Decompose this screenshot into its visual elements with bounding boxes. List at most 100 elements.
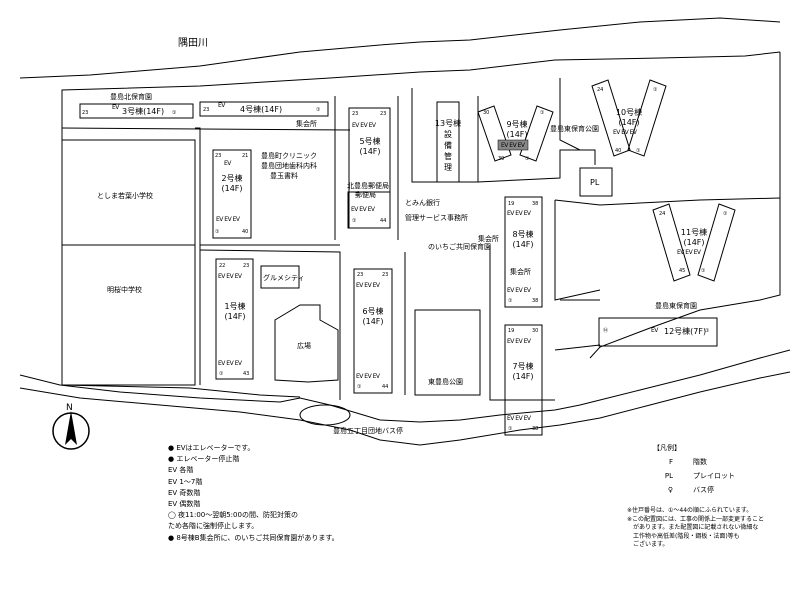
b9-ev: EV EV EV xyxy=(501,142,525,149)
b3-ev: EV xyxy=(112,104,119,111)
building-9-right xyxy=(519,105,554,162)
gourmet-label: グルメシティ xyxy=(263,274,305,282)
site-boundary-top xyxy=(61,51,781,95)
building-8 xyxy=(504,196,543,308)
b9-num-br: ① xyxy=(525,156,530,162)
b8-num-br: 38 xyxy=(532,298,539,304)
b6-ev-bot: EV EV EV xyxy=(356,373,380,380)
b10-title: 10号棟 (14F) xyxy=(615,108,643,127)
b5-num-br: 44 xyxy=(380,218,387,224)
shukaijo-8b-label: 集会所 xyxy=(510,268,531,276)
legend-desc: プレイロット xyxy=(693,472,735,480)
b2-ev-top: EV xyxy=(224,160,231,167)
school1-label: としま若葉小学校 xyxy=(97,192,153,200)
pl-box xyxy=(579,167,613,197)
b9-num-tr: ① xyxy=(540,110,545,116)
legend-line: ● EVはエレベーターです。 xyxy=(168,444,255,452)
b6-num-tl: 23 xyxy=(357,272,364,278)
b11-num-br: ① xyxy=(701,268,706,274)
hiroba-label: 広場 xyxy=(297,342,311,350)
b10-num-bl: 40 xyxy=(615,148,622,154)
elevator-legend: ● EVはエレベーターです。 ● エレベーター停止階 EV 各階 EV 1～7階… xyxy=(168,443,339,544)
clinic-label: 豊島町クリニック xyxy=(261,152,317,160)
b12-num-left: ⑭ xyxy=(603,328,609,334)
b1-ev-bot: EV EV EV xyxy=(218,360,242,367)
legend-symbol: PL xyxy=(664,472,673,480)
b6-num-bl: ① xyxy=(357,384,362,390)
b2-ev-bot: EV EV EV xyxy=(216,216,240,223)
bus-stop-label: 豊島五丁目団地バス停 xyxy=(333,427,403,435)
b9-title: 9号棟 (14F) xyxy=(506,120,528,139)
b3-num-right: ① xyxy=(172,110,177,116)
b10-num-br: ① xyxy=(636,148,641,154)
b8-ev-bot: EV EV EV xyxy=(507,287,531,294)
building-11-left xyxy=(652,203,691,282)
b5-ev-top: EV EV EV xyxy=(352,122,376,129)
shukaijo-8a-label: 集会所 xyxy=(478,235,499,243)
b6-num-br: 44 xyxy=(382,384,389,390)
b11-title: 11号棟 (14F) xyxy=(680,228,708,247)
river-label: 隅田川 xyxy=(178,38,208,49)
building-4 xyxy=(199,101,329,117)
b11-num-tr: ① xyxy=(723,211,728,217)
building-11-right xyxy=(697,203,736,282)
pl-label: PL xyxy=(590,178,600,187)
b2-num-tl: 23 xyxy=(215,153,222,159)
b10-ev: EV EV EV xyxy=(613,129,637,136)
legend-line: EV 偶数階 xyxy=(168,500,201,509)
b11-num-tl: 24 xyxy=(659,211,666,217)
b12-ev: EV xyxy=(651,327,658,334)
building-13 xyxy=(436,101,460,183)
legend-desc: 階数 xyxy=(693,458,707,466)
bus-roundabout xyxy=(299,404,351,426)
higashi-park-label: 豊島東保育公園 xyxy=(550,125,599,133)
b8-num-tl: 19 xyxy=(508,201,515,207)
map-legend: 【凡例】 F 階数 PL プレイロット ♀ バス停 xyxy=(653,441,735,497)
building-9-left xyxy=(477,105,512,162)
b7-num-br: 38 xyxy=(532,426,539,432)
shoten-label: 豊玉書料 xyxy=(270,172,298,180)
b2-title: 2号棟 (14F) xyxy=(221,174,243,193)
b12-title: 12号棟(7F) xyxy=(664,327,707,336)
b1-num-bl: ① xyxy=(219,371,224,377)
b3-num-left: 23 xyxy=(82,110,89,116)
koen-label: 東豊島公園 xyxy=(428,378,463,386)
school-block-2 xyxy=(62,244,196,386)
b1-num-tl: 22 xyxy=(219,263,226,269)
building-2 xyxy=(212,149,252,239)
b5-ev-bot: EV EV EV xyxy=(351,206,375,213)
map-notes: ※住戸番号は、①〜44の順にふられています。 ※この配置図には、工事の関係上一部… xyxy=(627,507,765,548)
b2-num-tr: 21 xyxy=(242,153,249,159)
b7-ev-top: EV EV EV xyxy=(507,338,531,345)
legend-row: F 階数 xyxy=(653,455,735,469)
b2-num-br: 40 xyxy=(242,229,249,235)
b11-ev: EV EV EV xyxy=(677,249,701,256)
b7-title: 7号棟 (14F) xyxy=(512,362,534,381)
legend-line: EV 各階 xyxy=(168,466,194,475)
b4-num-right: ① xyxy=(316,107,321,113)
building-1 xyxy=(215,258,254,380)
b7-num-bl: ① xyxy=(508,426,513,432)
legend-line: ● エレベーター停止階 xyxy=(168,455,240,464)
bus-stop-icon: ♀ xyxy=(667,486,673,494)
b7-ev-bot: EV EV EV xyxy=(507,415,531,422)
building-10-right xyxy=(627,79,667,157)
b6-title: 6号棟 (14F) xyxy=(362,307,384,326)
post-sub-label: 郵便局 xyxy=(355,191,376,199)
b5-num-bl: ① xyxy=(352,218,357,224)
plaza xyxy=(274,304,339,383)
compass-icon xyxy=(52,411,90,450)
kita-hoikuen-label: 豊島北保育園 xyxy=(110,93,152,101)
b7-num-tr: 30 xyxy=(532,328,539,334)
b5-title: 5号棟 (14F) xyxy=(359,137,381,156)
legend-symbol: F xyxy=(668,458,673,466)
b1-num-br: 43 xyxy=(243,371,250,377)
road-lower-2 xyxy=(19,371,791,446)
building-3 xyxy=(79,103,194,119)
b9-num-bl: 39 xyxy=(498,156,505,162)
building-6 xyxy=(353,268,393,394)
building-10-left xyxy=(591,79,631,157)
b6-num-tr: 23 xyxy=(382,272,389,278)
shukaijo-4-label: 集会所 xyxy=(296,120,317,128)
